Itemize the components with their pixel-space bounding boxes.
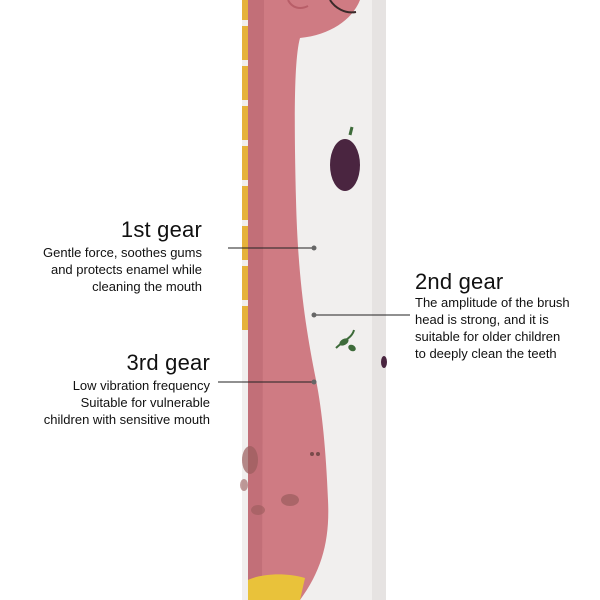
- callout-dot-1st-gear: [311, 245, 317, 251]
- gear-3-label: 3rd gear Low vibration frequency Suitabl…: [0, 351, 210, 428]
- gear-1-line-3: cleaning the mouth: [92, 279, 202, 294]
- gear-3-line-1: Low vibration frequency: [72, 378, 210, 393]
- gear-2-line-3: suitable for older children: [415, 329, 561, 344]
- gear-2-line-1: The amplitude of the brush: [415, 295, 570, 310]
- gear-1-label: 1st gear Gentle force, soothes gums and …: [0, 218, 202, 295]
- callout-lines: [218, 245, 410, 385]
- gear-1-line-1: Gentle force, soothes gums: [43, 245, 202, 260]
- gear-1-description: Gentle force, soothes gums and protects …: [0, 244, 202, 295]
- leaf-icon: [335, 329, 356, 352]
- plum-icon: [330, 126, 360, 191]
- gear-3-title: 3rd gear: [126, 350, 210, 375]
- gear-3-line-2: Suitable for vulnerable: [80, 395, 210, 410]
- edge-spot: [381, 356, 387, 368]
- gear-3-description: Low vibration frequency Suitable for vul…: [0, 377, 210, 428]
- giraffe-figure: [240, 0, 360, 600]
- handle-shade: [372, 0, 386, 600]
- gear-1-title: 1st gear: [120, 217, 202, 242]
- callout-dot-3rd-gear: [311, 379, 317, 385]
- gear-2-line-4: to deeply clean the teeth: [415, 346, 557, 361]
- callout-dot-2nd-gear: [311, 312, 317, 318]
- gear-2-description: The amplitude of the brush head is stron…: [415, 294, 599, 362]
- yellow-stripe: [242, 0, 250, 330]
- gear-2-title: 2nd gear: [415, 269, 504, 294]
- gear-3-line-3: children with sensitive mouth: [43, 412, 210, 427]
- gear-1-line-2: and protects enamel while: [50, 262, 202, 277]
- gear-2-line-2: head is strong, and it is: [415, 312, 549, 327]
- gear-2-label: 2nd gear The amplitude of the brush head…: [415, 270, 599, 362]
